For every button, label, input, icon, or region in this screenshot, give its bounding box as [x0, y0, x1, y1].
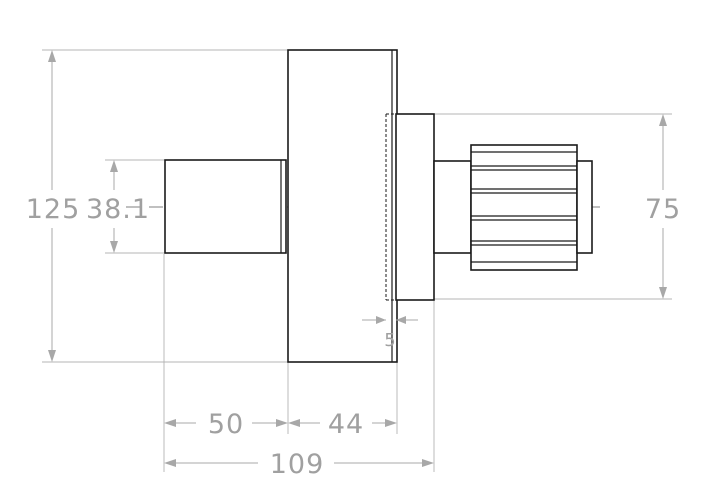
- dim-shaft-length: 50: [208, 409, 244, 440]
- dim-flange-length: 44: [328, 409, 364, 440]
- dim-shaft-diameter: 38.1: [86, 194, 150, 225]
- main-flange: [287, 49, 398, 363]
- part-outline: [164, 49, 593, 363]
- stepped-hub: [395, 113, 435, 301]
- end-cap: [576, 160, 593, 254]
- dimension-lines: [48, 50, 667, 467]
- dim-total-length: 109: [270, 449, 325, 480]
- dim-overall-diameter: 125: [26, 194, 81, 225]
- dim-gear-diameter: 75: [645, 194, 681, 225]
- spline-gear: [470, 144, 578, 271]
- dim-step-length: 5: [384, 330, 395, 351]
- left-shaft: [164, 159, 287, 254]
- neck: [433, 160, 472, 254]
